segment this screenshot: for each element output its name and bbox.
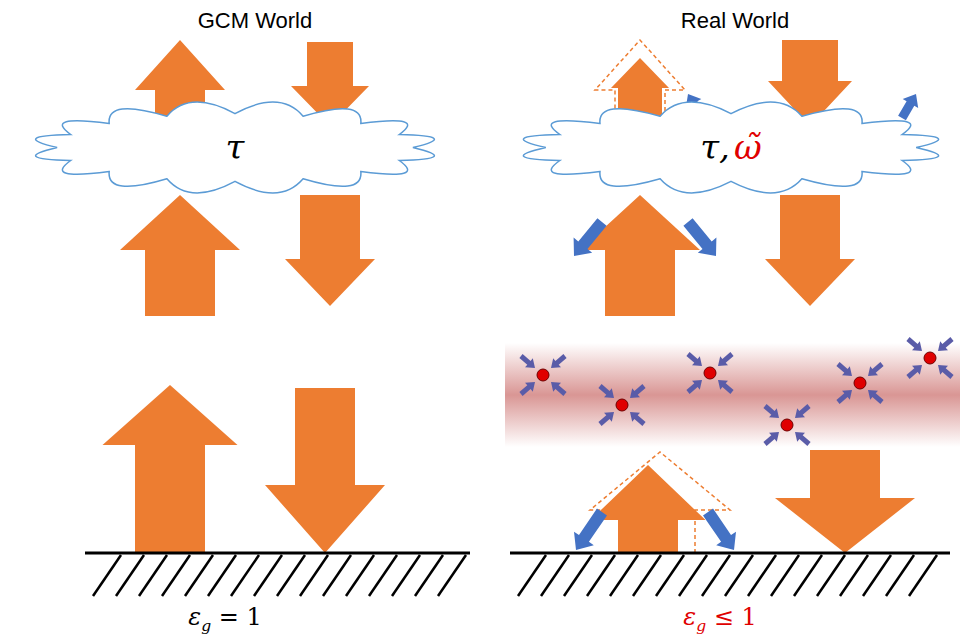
aerosol-particle: [781, 419, 793, 431]
radiation-arrow: [591, 465, 706, 553]
absorption-arrow: [868, 390, 884, 404]
ground-hatch: [564, 555, 592, 596]
aerosol-particle: [537, 369, 549, 381]
ground-hatch: [840, 555, 868, 596]
scattered-arrow: [898, 94, 918, 120]
ground-hatch: [208, 555, 236, 596]
ground-hatch: [518, 555, 546, 596]
cloud-outline: [505, 100, 957, 195]
aerosol-particle: [704, 367, 716, 379]
ground-hatch: [254, 555, 282, 596]
ground-hatch: [162, 555, 190, 596]
ground-hatch: [656, 555, 684, 596]
scattered-arrow: [574, 509, 607, 550]
ground-hatch: [116, 555, 144, 596]
radiation-arrow: [775, 450, 915, 553]
cloud-shape: [36, 102, 435, 193]
ground-hatch: [139, 555, 167, 596]
absorption-arrow: [795, 432, 811, 446]
ground-hatch: [702, 555, 730, 596]
absorption-arrow: [519, 354, 535, 368]
aerosol-particle: [924, 352, 936, 364]
absorption-arrow: [519, 382, 535, 396]
absorption-arrow: [938, 337, 954, 351]
ground-surface: [85, 553, 950, 596]
scattered-arrow: [703, 509, 736, 550]
ground-hatch: [346, 555, 374, 596]
cloud-property: τ: [224, 129, 247, 166]
absorption-arrow: [598, 384, 614, 398]
ground-hatch: [392, 555, 420, 596]
cloud: τ,ω̃: [505, 100, 957, 195]
ground-hatch: [886, 555, 914, 596]
absorption-arrow: [906, 337, 922, 351]
aerosol-band: [505, 343, 960, 447]
cloud-property: τ,: [698, 129, 732, 166]
emissivity-label: εg ≤ 1: [683, 603, 757, 631]
radiation-arrow: [120, 195, 240, 316]
ground-hatch: [541, 555, 569, 596]
cloud-shape: [523, 102, 938, 193]
ground-hatch: [369, 555, 397, 596]
cloud: τ: [18, 100, 452, 195]
ground-hatch: [415, 555, 443, 596]
ground-hatch: [817, 555, 845, 596]
scattered-arrow: [683, 218, 716, 256]
absorption-arrow: [938, 365, 954, 379]
ground-line: [85, 552, 470, 555]
ground-hatch: [633, 555, 661, 596]
panel-title: Real World: [681, 8, 789, 33]
ground-hatch: [725, 555, 753, 596]
absorption-arrow: [551, 382, 567, 396]
reduced-flux-outline: [590, 452, 730, 553]
absorption-arrow: [795, 404, 811, 418]
absorption-arrow: [836, 362, 852, 376]
aerosol-particle: [616, 399, 628, 411]
emissivity-label: εg = 1: [188, 603, 262, 631]
ground-hatch: [231, 555, 259, 596]
radiation-arrow: [103, 385, 238, 553]
ground-hatch: [438, 555, 466, 596]
scattered-arrow: [574, 218, 607, 256]
ground-hatch: [323, 555, 351, 596]
ground-hatch: [771, 555, 799, 596]
ground-hatch: [277, 555, 305, 596]
absorption-arrow: [630, 384, 646, 398]
ground-hatch: [185, 555, 213, 596]
absorption-arrow: [598, 412, 614, 426]
absorption-arrow: [686, 380, 702, 394]
absorption-arrow: [763, 404, 779, 418]
absorption-arrow: [763, 432, 779, 446]
ground-hatch: [610, 555, 638, 596]
ground-hatch: [679, 555, 707, 596]
ground-hatch: [748, 555, 776, 596]
ground-hatch: [863, 555, 891, 596]
radiation-arrow: [265, 388, 385, 553]
ground-hatch: [794, 555, 822, 596]
absorption-arrow: [718, 352, 734, 366]
absorption-arrow: [630, 412, 646, 426]
absorption-arrow: [836, 390, 852, 404]
absorption-arrow: [686, 352, 702, 366]
absorption-arrow: [718, 380, 734, 394]
absorption-arrow: [906, 365, 922, 379]
ground-hatch: [587, 555, 615, 596]
panel-title: GCM World: [198, 8, 313, 33]
radiation-arrow: [765, 195, 855, 306]
ground-line: [510, 552, 950, 555]
ground-hatch: [93, 555, 121, 596]
radiation-arrow: [580, 195, 700, 316]
absorption-arrow: [551, 354, 567, 368]
radiation-arrow: [285, 195, 375, 306]
aerosol-particle: [854, 377, 866, 389]
absorption-arrow: [868, 362, 884, 376]
ground-hatch: [909, 555, 937, 596]
cloud-property: ω̃: [732, 129, 764, 166]
ground-hatch: [300, 555, 328, 596]
